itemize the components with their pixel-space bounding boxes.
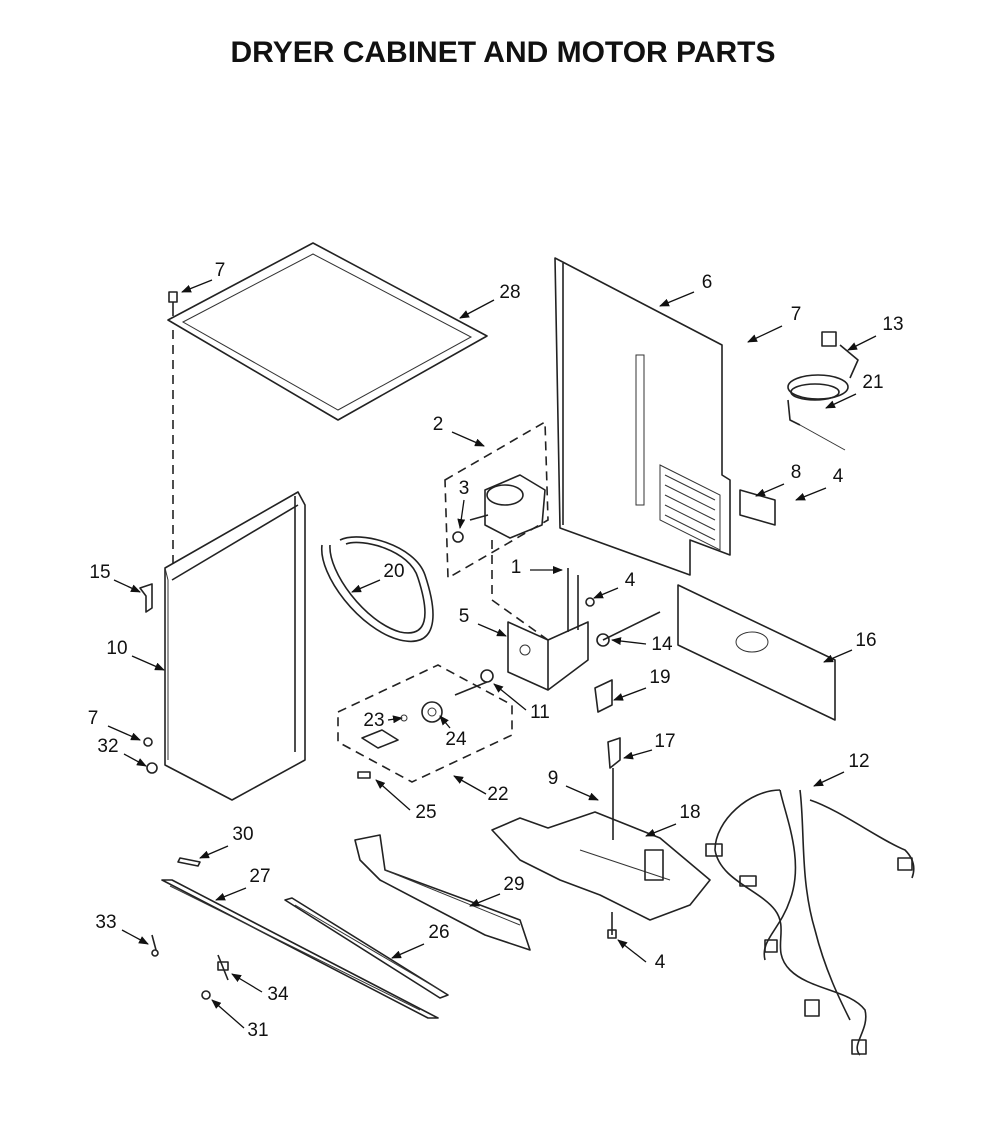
idler-shaft-11 xyxy=(454,669,494,696)
callout-26: 26 xyxy=(428,922,449,943)
callout-6: 6 xyxy=(702,272,713,293)
spacer-34 xyxy=(217,954,229,981)
callout-14: 14 xyxy=(651,634,673,655)
top-screw xyxy=(168,291,178,316)
wire-harness xyxy=(705,789,915,1056)
screw-4-mount xyxy=(585,597,595,607)
callout-12: 12 xyxy=(848,751,869,772)
callout-21: 21 xyxy=(862,372,883,393)
motor-assembly-box xyxy=(444,420,549,580)
callout-23: 23 xyxy=(363,710,384,731)
callout-10: 10 xyxy=(106,638,127,659)
callout-13: 13 xyxy=(882,314,903,335)
callout-5: 5 xyxy=(459,606,470,627)
strip-27 xyxy=(161,879,439,1019)
callout-1: 1 xyxy=(511,557,522,578)
rod-17 xyxy=(607,737,621,840)
callout-2: 2 xyxy=(433,414,444,435)
screw-7-lower xyxy=(143,737,153,747)
callout-3: 3 xyxy=(459,478,470,499)
callout-27: 27 xyxy=(249,866,270,887)
callout-16: 16 xyxy=(855,630,876,651)
callout-28: 28 xyxy=(499,282,520,303)
motor-mount xyxy=(507,568,589,691)
callout-25: 25 xyxy=(415,802,436,823)
rail-29 xyxy=(354,834,531,951)
diagram-title: DRYER CABINET AND MOTOR PARTS xyxy=(230,36,775,69)
callout-7: 7 xyxy=(88,708,99,729)
callouts: 7 28 6 7 13 21 2 3 8 4 15 20 1 4 5 14 xyxy=(88,260,904,1041)
callout-8: 8 xyxy=(791,462,802,483)
clip-19 xyxy=(594,679,613,713)
nut-32 xyxy=(146,762,158,774)
callout-30: 30 xyxy=(232,824,253,845)
nut-25 xyxy=(357,771,371,779)
idler-assembly-box xyxy=(337,664,513,783)
callout-17: 17 xyxy=(654,731,675,752)
callout-34: 34 xyxy=(267,984,289,1005)
callout-4: 4 xyxy=(655,952,666,973)
terminal-cover-8 xyxy=(739,489,776,526)
rear-panel xyxy=(554,257,731,576)
callout-4: 4 xyxy=(625,570,636,591)
callout-19: 19 xyxy=(649,667,670,688)
callout-33: 33 xyxy=(95,912,116,933)
callout-9: 9 xyxy=(548,768,559,789)
side-panel xyxy=(164,491,306,801)
drive-motor xyxy=(469,474,546,539)
part-30 xyxy=(177,857,201,867)
base-plate xyxy=(491,811,711,921)
screw-33 xyxy=(151,934,159,957)
callout-31: 31 xyxy=(247,1020,268,1041)
idler-pulley-24 xyxy=(421,701,443,723)
strip-26 xyxy=(284,897,449,999)
callout-11: 11 xyxy=(530,702,550,723)
callout-18: 18 xyxy=(679,802,700,823)
top-panel-frame xyxy=(167,242,488,421)
callout-20: 20 xyxy=(383,561,404,582)
callout-32: 32 xyxy=(97,736,118,757)
callout-4: 4 xyxy=(833,466,844,487)
screw-4-base xyxy=(607,912,617,939)
bracket-15 xyxy=(139,583,153,613)
callout-29: 29 xyxy=(503,874,524,895)
callout-7: 7 xyxy=(791,304,802,325)
drive-belt xyxy=(321,536,434,643)
callout-22: 22 xyxy=(487,784,508,805)
access-panel xyxy=(677,584,836,721)
callout-7: 7 xyxy=(215,260,226,281)
screw-31 xyxy=(201,990,211,1000)
callout-15: 15 xyxy=(89,562,110,583)
pulley-3 xyxy=(452,531,464,543)
callout-24: 24 xyxy=(445,729,467,750)
power-cord xyxy=(787,331,859,451)
idler-spring-14 xyxy=(596,611,661,647)
